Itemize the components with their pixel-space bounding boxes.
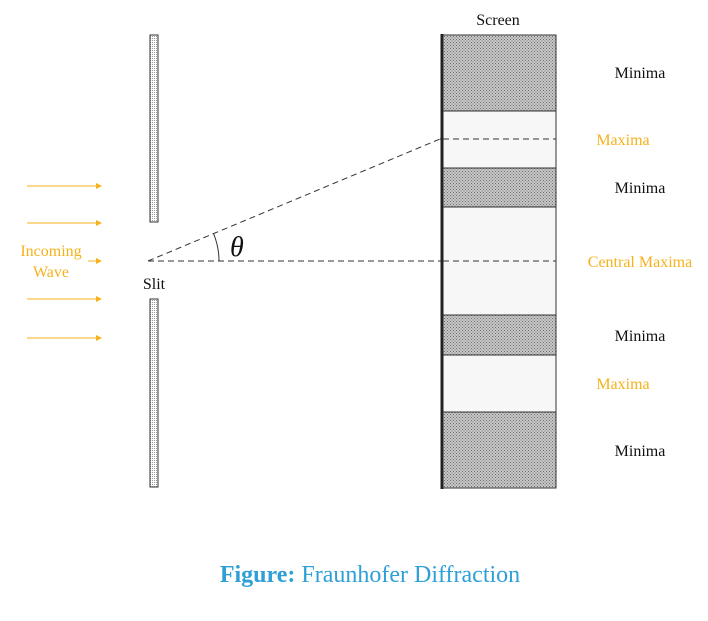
screen-label: Screen [476, 12, 520, 29]
slit-label: Slit [143, 276, 166, 293]
theta-symbol: θ [230, 232, 244, 263]
slit-barrier [149, 34, 159, 488]
diffracted-ray [147, 138, 441, 262]
fringe-band [442, 110, 557, 169]
figure-caption: Figure: Fraunhofer Diffraction [220, 562, 520, 588]
fringe-label-maxima: Maxima [596, 376, 649, 393]
incoming-label-bg [14, 241, 88, 281]
caption-text: Fraunhofer Diffraction [295, 562, 520, 588]
caption-prefix: Figure: [220, 562, 296, 588]
slit-barrier-upper [149, 34, 159, 223]
fringe-band [442, 314, 557, 356]
fringe-label-central-maxima: Central Maxima [588, 254, 692, 271]
fringe-band [442, 34, 557, 112]
fringe-band [442, 354, 557, 413]
fringe-label-minima: Minima [615, 180, 666, 197]
fringe-band [442, 167, 557, 208]
fringe-label-minima: Minima [615, 328, 666, 345]
fringe-label-maxima: Maxima [596, 132, 649, 149]
incoming-label-line2: Wave [33, 264, 69, 281]
fringe-band [442, 411, 557, 489]
fringe-band [442, 206, 557, 316]
angle-arc [213, 233, 220, 262]
incoming-label-line1: Incoming [20, 243, 81, 260]
screen [440, 34, 557, 489]
fringe-label-minima: Minima [615, 65, 666, 82]
slit-barrier-lower [149, 298, 159, 488]
fringe-labels: Minima Maxima Minima Central Maxima Mini… [588, 65, 692, 460]
fringe-label-minima: Minima [615, 443, 666, 460]
